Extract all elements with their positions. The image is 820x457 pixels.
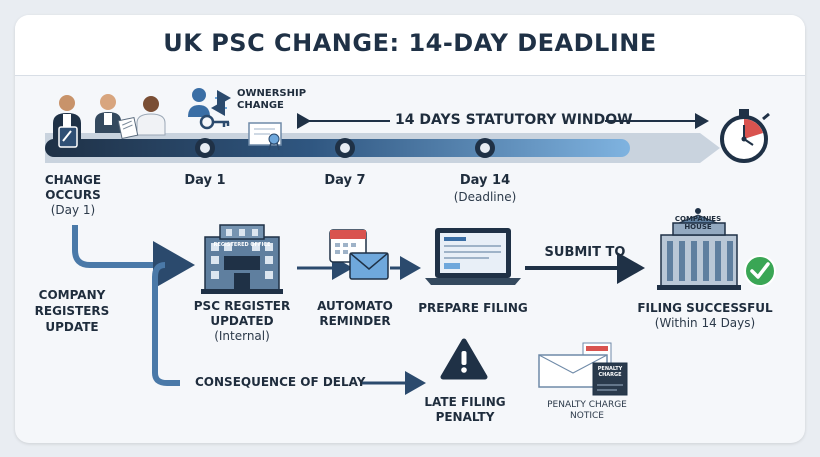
day14-marker [475, 138, 495, 158]
companies-house-building-icon [657, 208, 741, 290]
companies-house-label: COMPANIES HOUSE [674, 215, 722, 231]
ownership-change-label: OWNERSHIP CHANGE [237, 88, 307, 111]
timeline-bar [45, 133, 720, 163]
late-filing-penalty-label: LATE FILING PENALTY [424, 395, 506, 424]
automated-reminder-label: AUTOMATO REMINDER [317, 299, 393, 328]
infographic-card: UK PSC CHANGE: 14-DAY DEADLINE [15, 15, 805, 443]
statutory-window-label: 14 DAYS STATUTORY WINDOW [395, 112, 633, 128]
success-check-icon [744, 255, 776, 287]
registered-office-building-icon [201, 224, 283, 294]
day7-marker [335, 138, 355, 158]
envelope-icon [349, 252, 389, 280]
ownership-change-icon [188, 88, 231, 130]
consequence-of-delay-label: CONSEQUENCE OF DELAY [195, 375, 366, 389]
flow-arrows [72, 225, 645, 395]
warning-icon [440, 338, 488, 380]
page-title: UK PSC CHANGE: 14-DAY DEADLINE [163, 29, 657, 57]
prepare-filing-label: PREPARE FILING [418, 301, 528, 315]
header: UK PSC CHANGE: 14-DAY DEADLINE [15, 15, 805, 76]
psc-register-updated-label: PSC REGISTER UPDATED (Internal) [193, 299, 291, 343]
filing-successful-label: FILING SUCCESSFUL (Within 14 Days) [637, 301, 773, 330]
company-registers-update-label: COMPANY REGISTERS UPDATE [34, 288, 110, 334]
day14-label: Day 14 (Deadline) [453, 173, 517, 204]
penalty-charge-notice-label: PENALTY CHARGE NOTICE [547, 400, 627, 421]
change-occurs-label: CHANGE OCCURS (Day 1) [44, 173, 102, 217]
day1-marker [195, 138, 215, 158]
registered-office-sign: REGISTERED OFFICE [213, 242, 271, 248]
submit-to-label: SUBMIT TO [544, 245, 626, 260]
day7-label: Day 7 [324, 173, 366, 188]
laptop-icon [425, 228, 521, 285]
penalty-stamp-text: PENALTY CHARGE [597, 366, 623, 378]
stopwatch-icon [720, 109, 770, 163]
diagram-art [45, 88, 776, 396]
certificate-icon [248, 122, 282, 151]
people-meeting-icon [53, 94, 166, 148]
day1-label: Day 1 [184, 173, 226, 188]
penalty-notice-icon [538, 342, 628, 396]
